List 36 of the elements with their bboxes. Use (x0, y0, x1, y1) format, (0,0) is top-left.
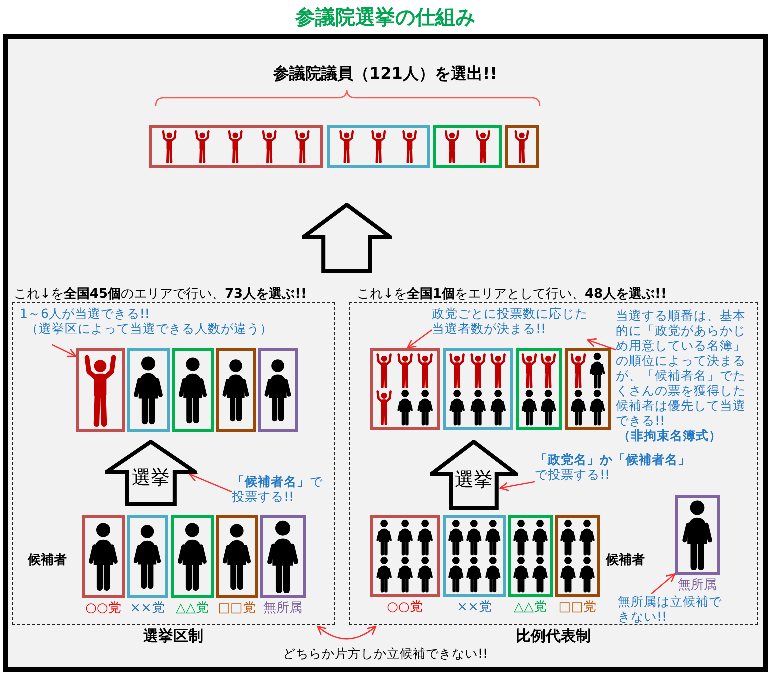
arrow-label: 選挙 (131, 467, 171, 489)
edge-label: どちらか片方しか立候補できない!! (282, 646, 488, 661)
party-label: ○○党 (386, 599, 424, 616)
row-label: 候補者 (606, 553, 645, 568)
note-text: （選挙区によって当選できる人数が違う） (25, 321, 274, 336)
caption: これ↓を全国45個のエリアで行い、73人を選ぶ!! (14, 287, 307, 302)
party-label: 無所属 (677, 577, 718, 594)
party-label: ××党 (129, 600, 166, 617)
arrow (651, 574, 676, 594)
party-label: △△党 (513, 599, 548, 616)
caption: これ↓を全国1個をエリアとして行い、48人を選ぶ!! (357, 287, 667, 302)
annotation-text: 無所属は立候補できない!! (618, 594, 723, 624)
annotation-text: 当選する順番は、基本的に「政党があらかじめ用意している名簿」の順位によって決まるが、「候補者名」でたくさんの票を獲得した候補者は優先して当選できる!! (616, 308, 747, 428)
party-label: □□党 (558, 599, 598, 616)
annotation-text: 「政党名」か「候補者名」で投票する!! (535, 452, 692, 482)
arrow-label: 選挙 (454, 469, 494, 491)
panel-title: 選挙区制 (142, 627, 204, 646)
arrow (317, 626, 377, 640)
annotation-text: 「候補者名」で投票する!! (232, 474, 324, 504)
note-text: （非拘束名簿式） (617, 428, 723, 443)
party-label: □□党 (217, 600, 257, 617)
heading: 参議院議員（121人）を選出!! (274, 64, 498, 83)
title: 参議院選挙の仕組み (296, 5, 476, 29)
arrow (587, 338, 616, 351)
annotation-text: 1～6人が当選できる!! (20, 306, 151, 321)
arrow (407, 330, 432, 349)
annotation-text: 政党ごとに投票数に応じた当選者数が決まる!! (432, 306, 588, 336)
party-label: △△党 (175, 600, 210, 617)
arrow (52, 344, 77, 358)
panel-title: 比例代表制 (515, 627, 592, 646)
party-label: ○○党 (84, 600, 122, 617)
party-label: 無所属 (262, 600, 304, 617)
arrow (189, 473, 232, 493)
arrow (500, 481, 536, 492)
row-label: 候補者 (28, 553, 67, 568)
party-label: ××党 (456, 599, 493, 616)
